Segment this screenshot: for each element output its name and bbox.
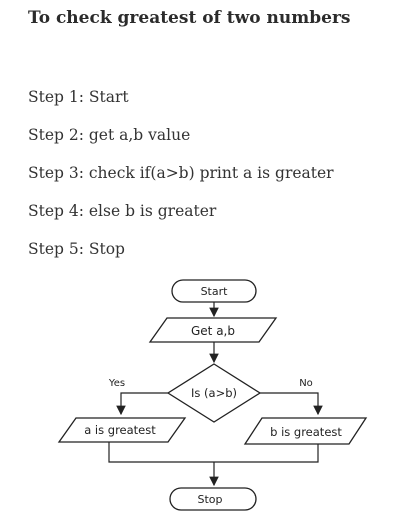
stop-terminal (169, 487, 257, 511)
page-title: To check greatest of two numbers (28, 8, 351, 28)
merge-line-left (108, 442, 214, 463)
decision-label: Is (a>b) (191, 386, 237, 400)
yes-output-label: a is greatest (84, 423, 156, 437)
yes-output-box (57, 417, 187, 443)
no-branch-line (260, 392, 323, 416)
no-output-box (243, 417, 368, 445)
decision-diamond (166, 363, 262, 423)
step-5: Step 5: Stop (28, 240, 125, 258)
input-box (148, 317, 278, 343)
step-1: Step 1: Start (28, 88, 129, 106)
merge-line-right (214, 444, 319, 463)
no-label: No (299, 378, 313, 389)
yes-label: Yes (108, 378, 125, 389)
yes-branch-line (116, 392, 168, 416)
input-label: Get a,b (191, 324, 235, 338)
step-4: Step 4: else b is greater (28, 202, 217, 220)
no-output-label: b is greatest (270, 425, 342, 439)
start-label: Start (201, 285, 229, 298)
step-3: Step 3: check if(a>b) print a is greater (28, 164, 334, 182)
step-2: Step 2: get a,b value (28, 126, 191, 144)
stop-label: Stop (197, 493, 222, 506)
